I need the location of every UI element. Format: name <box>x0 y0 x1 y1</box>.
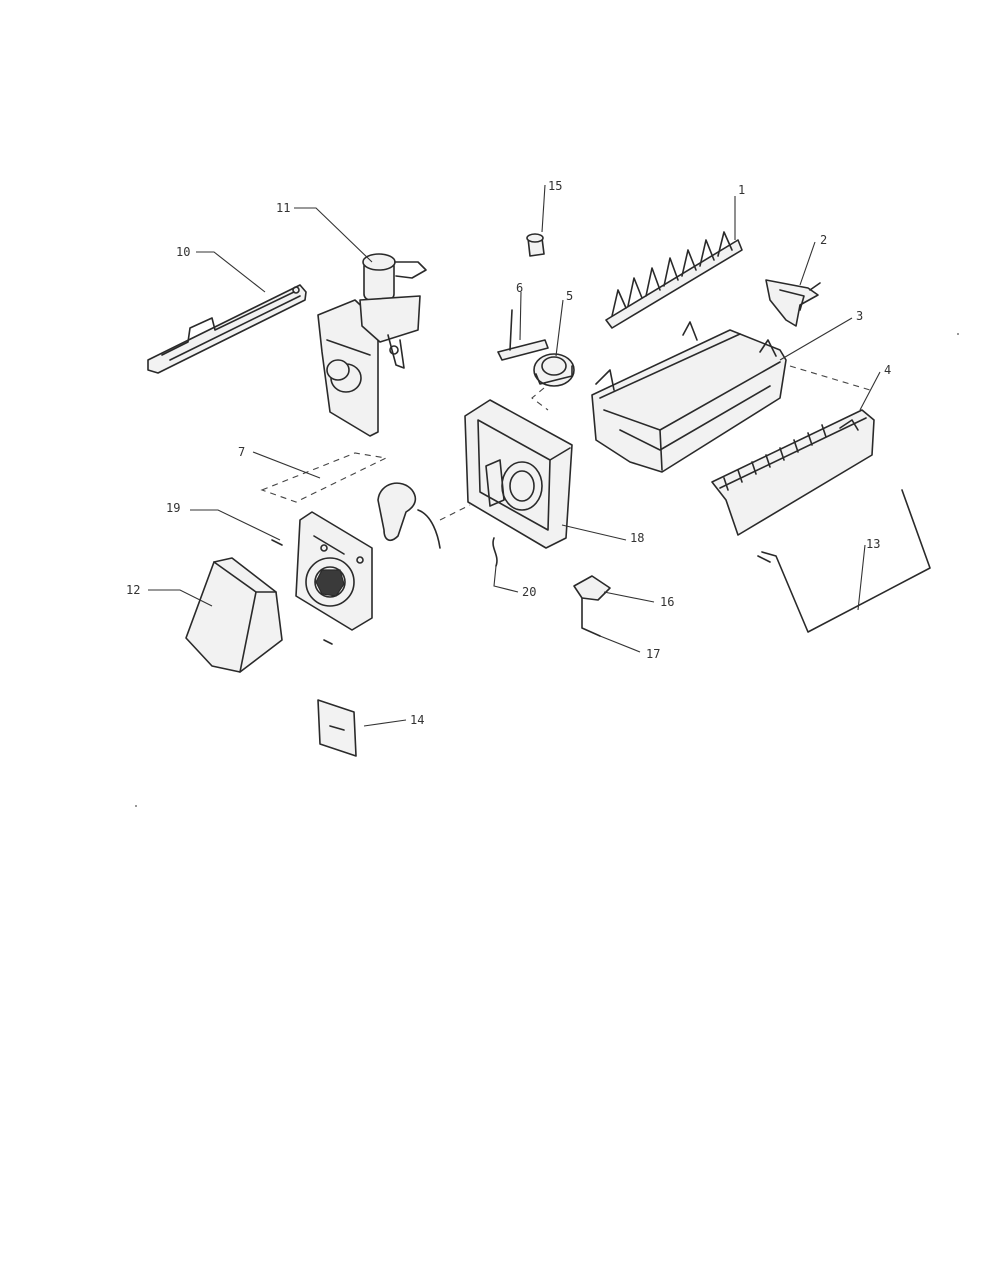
part-18-housing <box>439 399 573 549</box>
part-11-water-valve <box>317 253 427 437</box>
part-3-mold <box>591 321 871 473</box>
part-15-screw <box>526 233 545 257</box>
callout-6: 6 <box>516 281 523 295</box>
callout-14: 14 <box>410 713 424 727</box>
leader-lines <box>148 184 881 727</box>
callout-4: 4 <box>884 363 891 377</box>
callout-1: 1 <box>738 183 745 197</box>
callout-5: 5 <box>566 289 573 303</box>
callout-12: 12 <box>126 583 140 597</box>
part-4-cover-strip <box>711 409 875 536</box>
part-7-insulator <box>260 452 388 503</box>
callout-15: 15 <box>548 179 562 193</box>
callout-11: 11 <box>276 201 290 215</box>
part-1-ejector <box>605 231 743 329</box>
part-19-screw <box>271 539 283 546</box>
part-14-label-sheet <box>317 699 357 757</box>
part-12-front-cover <box>185 557 283 673</box>
callout-3: 3 <box>856 309 863 323</box>
callout-10: 10 <box>176 245 190 259</box>
part-20-wire <box>492 537 498 567</box>
scan-specks <box>135 333 959 807</box>
callout-19: 19 <box>166 501 180 515</box>
part-16-switch <box>573 575 611 637</box>
callout-13: 13 <box>866 537 880 551</box>
callout-16: 16 <box>660 595 674 609</box>
part-2-clip <box>765 279 821 327</box>
part-13-wire-arm <box>757 489 931 633</box>
part-10-bracket <box>147 284 307 374</box>
callout-2: 2 <box>820 233 827 247</box>
callout-labels: 1 2 3 4 5 6 7 10 11 12 13 14 15 16 17 18… <box>126 179 891 727</box>
callout-7: 7 <box>238 445 245 459</box>
cam-assembly <box>377 482 441 549</box>
callout-20: 20 <box>522 585 536 599</box>
part-6-bracket <box>497 309 549 361</box>
callout-17: 17 <box>646 647 660 661</box>
part-5-motor <box>531 353 575 411</box>
support-plate <box>295 511 373 645</box>
callout-18: 18 <box>630 531 644 545</box>
